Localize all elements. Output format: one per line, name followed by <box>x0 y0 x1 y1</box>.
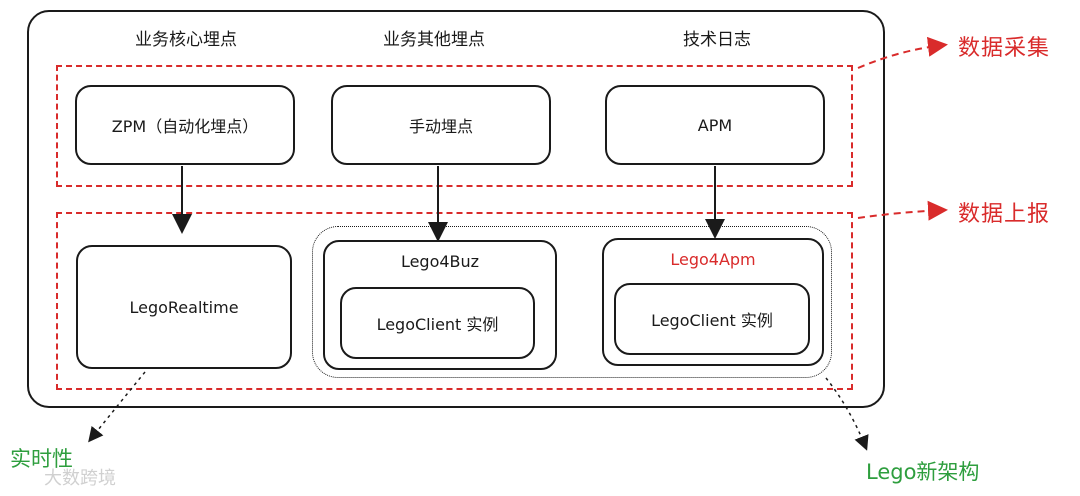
lego-realtime-label: LegoRealtime <box>129 297 239 317</box>
outer-frame <box>27 10 885 408</box>
column-title-core: 业务核心埋点 <box>135 30 237 50</box>
realtime-bottom-label: 实时性 <box>10 447 73 471</box>
lego4buz-client-label: LegoClient 实例 <box>376 315 499 334</box>
zpm-box: ZPM（自动化埋点） <box>75 85 295 165</box>
arrow-to-new-arch-label <box>825 377 869 451</box>
new-arch-bottom-label: Lego新架构 <box>866 460 980 484</box>
apm-box: APM <box>605 85 825 165</box>
column-title-other: 业务其他埋点 <box>383 30 485 50</box>
arrow-to-report-label <box>857 200 948 221</box>
arrow-to-realtime-label <box>88 371 146 443</box>
lego-realtime-box: LegoRealtime <box>76 245 292 369</box>
report-region <box>56 212 853 390</box>
collect-side-label: 数据采集 <box>958 36 1051 61</box>
manual-label: 手动埋点 <box>408 117 473 136</box>
lego4buz-client-box: LegoClient 实例 <box>340 287 535 359</box>
collect-region <box>56 65 853 187</box>
lego4apm-client-label: LegoClient 实例 <box>651 311 773 330</box>
apm-label: APM <box>697 115 733 135</box>
lego4apm-client-box: LegoClient 实例 <box>614 283 810 355</box>
report-side-label: 数据上报 <box>958 202 1051 227</box>
zpm-label: ZPM（自动化埋点） <box>111 117 259 136</box>
manual-box: 手动埋点 <box>331 85 551 165</box>
arrow-to-collect-label <box>857 36 948 69</box>
lego4apm-label: Lego4Apm <box>670 250 756 269</box>
lego-new-arch-group <box>312 226 832 378</box>
column-title-tech: 技术日志 <box>683 30 751 50</box>
watermark: 大数跨境 <box>44 468 116 489</box>
lego4buz-label: Lego4Buz <box>400 252 480 271</box>
